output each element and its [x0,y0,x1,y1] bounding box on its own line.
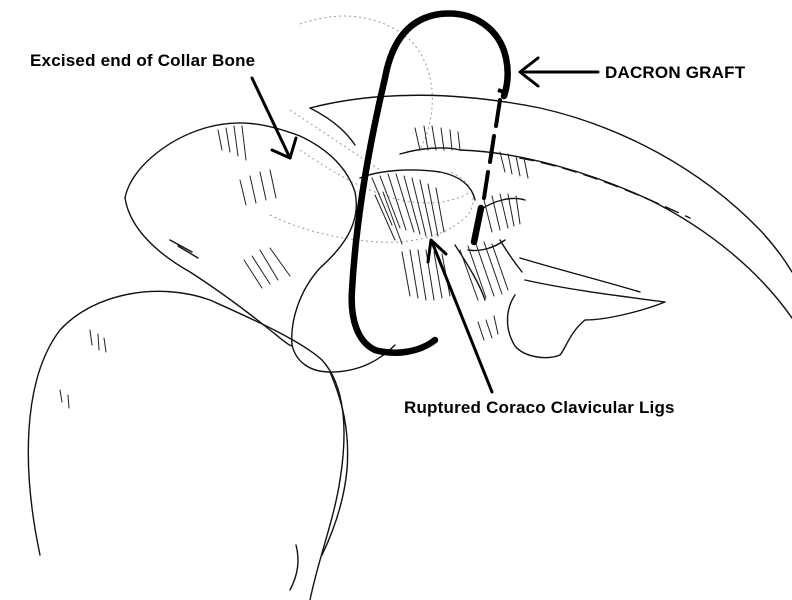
arrow-excised-end [252,78,296,158]
dacron-graft [352,13,508,352]
humerus-head [28,291,347,600]
coracoid-process [455,240,665,358]
arrow-dacron-graft [520,58,598,86]
ruptured-ligaments [360,170,525,340]
label-dacron-graft: DACRON GRAFT [605,63,745,83]
label-excised-end: Excised end of Collar Bone [30,51,255,71]
label-ruptured-ligs: Ruptured Coraco Clavicular Ligs [404,398,675,418]
